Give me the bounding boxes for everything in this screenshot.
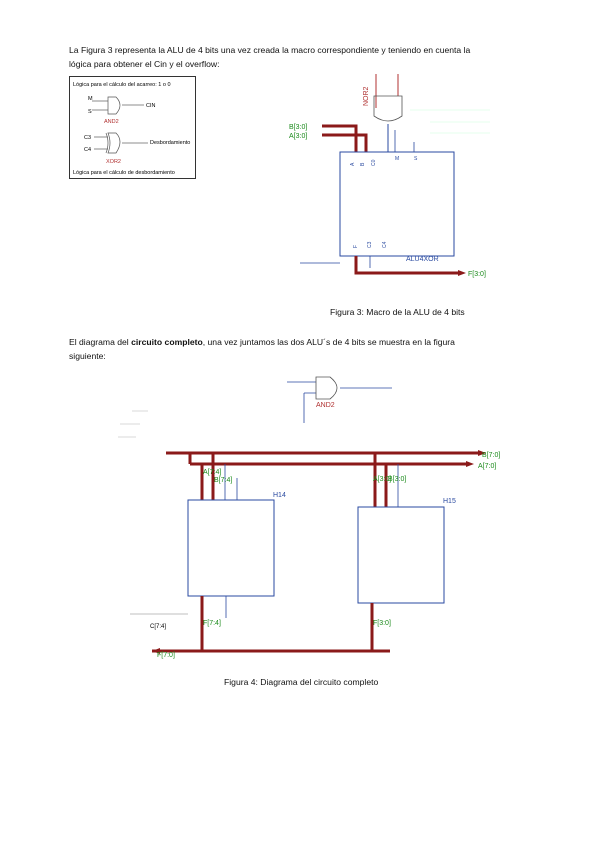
fig4-h15-b: B[3:0]	[388, 476, 406, 483]
inset-in-c: C3	[84, 135, 91, 141]
figure-3-caption: Figura 3: Macro de la ALU de 4 bits	[330, 307, 465, 317]
inset-title-top: Lógica para el cálculo del acarreo: 1 o …	[73, 82, 171, 88]
fig3-bus-a: A[3:0]	[289, 133, 307, 140]
fig3-pin-c0: C0	[371, 159, 377, 166]
alu4xor-block	[339, 151, 455, 257]
figure-3-diagram: NOR2 B[3:0] A[3:0] A B C0 M S F C3 C4 AL…	[289, 74, 490, 278]
fig3-pin-m: M	[395, 156, 399, 162]
fig4-f74: F[7:4]	[203, 620, 221, 627]
nor-gate-shape	[373, 95, 403, 122]
inset-in-d: C4	[84, 147, 91, 153]
body-paragraph-2: El diagrama del circuito completo, una v…	[69, 335, 455, 363]
and-gate-shape	[107, 96, 121, 115]
fig3-pin-a: A	[350, 162, 356, 166]
intro-line-2: lógica para obtener el Cin y el overflow…	[69, 59, 220, 69]
body2-line-1: El diagrama del circuito completo, una v…	[69, 335, 455, 349]
fig4-h14-b: B[7:4]	[214, 477, 232, 484]
fig4-bus-a: A[7:0]	[478, 463, 496, 470]
body2-line-2: siguiente:	[69, 351, 106, 361]
fig3-block-name: ALU4XOR	[406, 256, 439, 263]
inset-in-a: M	[88, 96, 93, 102]
fig4-and-gate	[315, 376, 338, 400]
inset-in-b: S	[88, 109, 92, 115]
fig4-bus-b: B[7:0]	[482, 452, 500, 459]
intro-paragraph: La Figura 3 representa la ALU de 4 bits …	[69, 43, 470, 71]
body2-post: , una vez juntamos las dos ALU´s de 4 bi…	[202, 337, 455, 347]
fig4-f70: F[7:0]	[157, 652, 175, 659]
body2-bold: circuito completo	[131, 337, 203, 347]
fig4-h14-name: H14	[273, 492, 286, 499]
fig3-pin-c4: C4	[382, 241, 388, 248]
intro-line-1: La Figura 3 representa la ALU de 4 bits …	[69, 45, 471, 55]
xor-gate-shape	[107, 132, 121, 154]
inset-gate2: XOR2	[106, 159, 121, 165]
inset-diagram: Lógica para el cálculo del acarreo: 1 o …	[73, 82, 190, 176]
fig3-gate-label: NOR2	[363, 86, 370, 106]
fig4-h15-a: A[3:0]	[373, 476, 391, 483]
fig3-pin-f: F	[353, 245, 359, 248]
figure-4-diagram: AND2 B[7:0] A[7:0] A[7:4] B[7:4] H14 A[3…	[118, 376, 500, 659]
inset-title-bottom: Lógica para el cálculo de desbordamiento	[73, 170, 175, 176]
fig3-pin-c3: C3	[367, 241, 373, 248]
fig4-f30: F[3:0]	[373, 620, 391, 627]
body2-pre: El diagrama del	[69, 337, 132, 347]
inset-desborde: Desbordamiento	[150, 140, 190, 146]
fig3-bus-b: B[3:0]	[289, 124, 307, 131]
fig3-pin-s: S	[414, 156, 418, 162]
fig4-cout: C[7:4]	[150, 624, 166, 630]
inset-out: CIN	[146, 103, 156, 109]
fig4-h15-name: H15	[443, 498, 456, 505]
h15-block	[357, 506, 445, 604]
h14-block	[187, 499, 275, 597]
fig3-out-f: F[3:0]	[468, 271, 486, 278]
figure-4-caption: Figura 4: Diagrama del circuito completo	[224, 677, 379, 687]
logic-inset-box: Lógica para el cálculo del acarreo: 1 o …	[69, 76, 196, 179]
fig4-gate-label: AND2	[316, 402, 335, 409]
fig3-pin-b: B	[360, 162, 366, 166]
inset-gate1: AND2	[104, 119, 119, 125]
fig4-h14-a: A[7:4]	[203, 469, 221, 476]
